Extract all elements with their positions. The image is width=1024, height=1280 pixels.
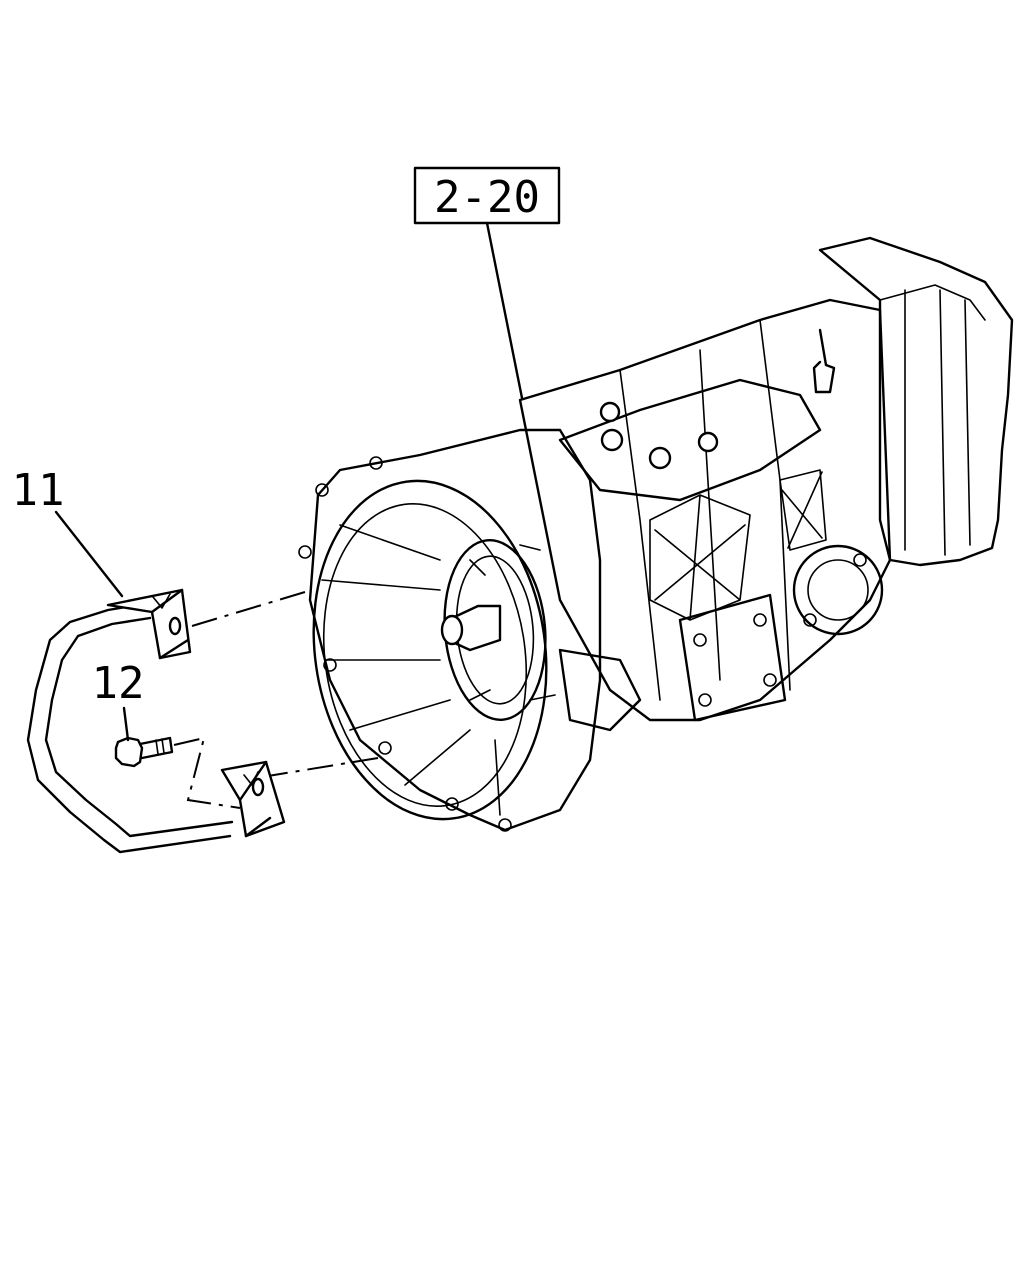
- bracket-lower-tab: [220, 760, 286, 838]
- assembly-lines: [191, 591, 379, 778]
- assembly-line-upper: [191, 591, 306, 627]
- bracket-upper-hole: [168, 616, 182, 636]
- leader-line-12: [122, 706, 130, 742]
- cover-fitting-3: [697, 431, 719, 453]
- cover-fitting-1: [600, 428, 624, 452]
- bracket-upper-tab: [106, 588, 192, 660]
- bolt-12[interactable]: 12: [92, 658, 241, 809]
- bolt-assembly-line: [173, 736, 241, 809]
- breather: [812, 328, 836, 394]
- bracket-strap-outer: [26, 601, 232, 854]
- bell-housing-face: [312, 479, 548, 821]
- callout-label-12: 12: [92, 658, 145, 709]
- rear-housing: [818, 236, 1014, 567]
- input-shaft-end: [440, 614, 464, 646]
- lattice-rib-a: [649, 494, 751, 621]
- callout-label-2-20: 2-20: [434, 172, 540, 223]
- rear-housing-ribs: [879, 284, 986, 556]
- bracket-strap-inner: [44, 616, 234, 838]
- main-case: [518, 298, 892, 722]
- cover-fitting-4: [599, 401, 621, 423]
- bell-housing: [308, 428, 602, 832]
- bracket-lower-hole: [251, 777, 265, 797]
- assembly-line-lower: [261, 757, 379, 778]
- bolt-head: [114, 736, 144, 768]
- lattice-rib-b: [779, 469, 827, 551]
- shift-cover: [558, 378, 822, 502]
- cover-fitting-2: [648, 446, 672, 470]
- callout-2-20[interactable]: 2-20: [413, 166, 561, 400]
- leader-line-2-20: [485, 221, 524, 400]
- round-actuator: [792, 544, 884, 636]
- side-cover-plate: [678, 593, 787, 722]
- lower-mount-boss: [558, 648, 642, 732]
- transmission-assembly: [298, 236, 1014, 832]
- bolt-shank: [138, 736, 174, 760]
- leader-line-11: [54, 510, 124, 598]
- bracket-11[interactable]: 11: [12, 465, 286, 854]
- callout-label-11: 11: [12, 465, 65, 516]
